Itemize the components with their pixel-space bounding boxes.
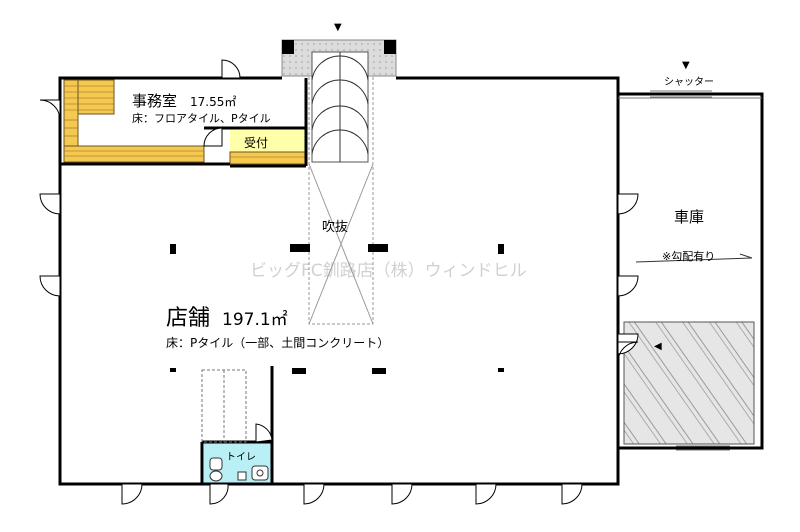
store-name: 店舗 bbox=[166, 306, 211, 331]
slope-arrow bbox=[635, 257, 753, 263]
atrium-name: 吹抜 bbox=[322, 220, 349, 235]
toilet-fixtures bbox=[209, 457, 269, 482]
entrance-pillar-left bbox=[282, 40, 294, 54]
wood-grain bbox=[64, 85, 306, 158]
entrance-pillar-right bbox=[384, 40, 396, 54]
store-floor-note: 床：Pタイル（一部、土間コンクリート） bbox=[166, 336, 390, 350]
thin-walls bbox=[201, 90, 762, 451]
columns bbox=[170, 244, 504, 374]
office-floor-note: 床：フロアタイル、Pタイル bbox=[132, 112, 271, 125]
atrium-diag-2 bbox=[308, 163, 374, 325]
shutter-arrow: ▼ bbox=[682, 60, 690, 71]
garage-name: 車庫 bbox=[674, 208, 705, 226]
reception-counter bbox=[229, 151, 307, 165]
store-area: 197.1㎡ bbox=[222, 310, 288, 330]
entrance-doors bbox=[311, 51, 369, 163]
garage-arrow: ◀ bbox=[654, 341, 662, 352]
office-name: 事務室 bbox=[132, 92, 178, 110]
reception-name: 受付 bbox=[244, 136, 269, 150]
shutter-label: シャッター bbox=[664, 77, 714, 88]
garage-slope bbox=[623, 321, 755, 445]
door-swings bbox=[39, 59, 639, 505]
slope-arrowhead bbox=[739, 253, 753, 259]
garage-slope-note: ※勾配有り bbox=[662, 250, 716, 263]
watermark: ビッグFC釧路店（株）ウィンドヒル bbox=[250, 261, 527, 281]
counter-bottom bbox=[63, 145, 205, 163]
office-area: 17.55㎡ bbox=[190, 95, 237, 109]
entrance-arrow: ▼ bbox=[334, 22, 342, 33]
toilet-name: トイレ bbox=[226, 452, 256, 463]
